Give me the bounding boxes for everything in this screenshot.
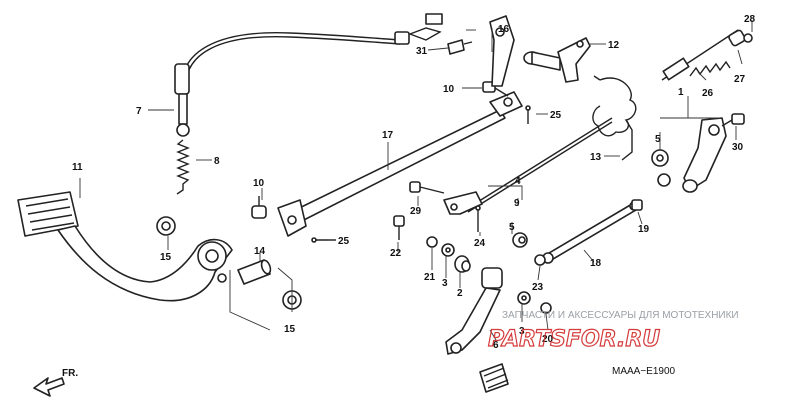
footrest-rubber <box>479 363 509 393</box>
brake-arm-right <box>682 117 727 193</box>
callout-3-lower: 3 <box>519 326 525 337</box>
callout-bracket-4 <box>488 185 523 200</box>
callout-bracket-15 <box>229 267 293 331</box>
leader-lines <box>79 20 753 341</box>
front-marker-label: FR. <box>62 368 78 379</box>
callout-16: 16 <box>498 24 510 35</box>
washer-3-upper <box>441 243 455 257</box>
bolt-22 <box>393 215 405 240</box>
collar-5-mid <box>512 232 528 248</box>
watermark-caption: ЗАПЧАСТИ И АКСЕССУАРЫ ДЛЯ МОТОТЕХНИКИ <box>502 310 739 321</box>
diagram-code: MAAA−E1900 <box>612 366 676 377</box>
callout-bracket-1 <box>660 96 720 119</box>
brake-cable-spring <box>176 139 190 195</box>
brake-cable <box>174 13 443 137</box>
washer-3-lower <box>517 291 531 305</box>
callout-28: 28 <box>744 14 756 25</box>
return-spring <box>592 75 637 161</box>
brake-arm-lower <box>445 267 503 355</box>
callout-22: 22 <box>390 248 402 259</box>
callout-15-lower: 15 <box>284 324 296 335</box>
nut-19 <box>631 199 643 211</box>
dust-seal-upper <box>156 216 176 236</box>
callout-18: 18 <box>590 258 602 269</box>
brake-arm-upper <box>489 15 515 87</box>
callout-10-upper: 10 <box>443 84 455 95</box>
nut-20 <box>540 302 552 314</box>
collar-2 <box>454 255 471 273</box>
callout-8: 8 <box>214 156 220 167</box>
callout-23: 23 <box>532 282 544 293</box>
bolt-10-left <box>251 196 267 219</box>
callout-10-left: 10 <box>253 178 265 189</box>
callout-15-upper: 15 <box>160 252 172 263</box>
watermark-logo: PARTSFOR.RU <box>488 327 660 352</box>
callout-19: 19 <box>638 224 650 235</box>
callout-20: 20 <box>542 334 554 345</box>
callout-27: 27 <box>734 74 746 85</box>
pivot-collar <box>237 259 272 285</box>
callout-24: 24 <box>474 238 486 249</box>
switch-spring <box>689 60 731 77</box>
callout-7: 7 <box>136 106 142 117</box>
callout-9: 9 <box>514 198 520 209</box>
nut-23 <box>534 254 546 266</box>
callout-26: 26 <box>702 88 714 99</box>
cotter-pin-24 <box>475 205 481 232</box>
rod-9 <box>467 117 613 213</box>
callout-17: 17 <box>382 130 394 141</box>
bolt-29 <box>409 181 445 194</box>
callout-31: 31 <box>416 46 428 57</box>
callout-1: 1 <box>678 87 684 98</box>
callout-2: 2 <box>457 288 463 299</box>
switch-rod <box>661 29 739 81</box>
switch-collar <box>728 29 753 47</box>
callout-29: 29 <box>410 206 422 217</box>
callout-30: 30 <box>732 142 744 153</box>
callout-11: 11 <box>72 162 83 173</box>
bolt-31 <box>447 39 473 55</box>
pivot-shaft <box>523 37 591 83</box>
callout-14: 14 <box>254 246 266 257</box>
callout-5-right: 5 <box>655 134 661 145</box>
callout-25-right: 25 <box>550 110 562 121</box>
cotter-pin-25-right <box>525 105 531 124</box>
callout-12: 12 <box>608 40 620 51</box>
callout-3-upper: 3 <box>442 278 448 289</box>
nut-21 <box>426 236 438 248</box>
callout-6: 6 <box>493 340 499 351</box>
collar-5-right <box>651 149 671 187</box>
callout-25-left: 25 <box>338 236 350 247</box>
brake-pedal <box>17 191 233 302</box>
pivot-rod-18 <box>542 201 639 264</box>
brake-rod <box>277 91 523 237</box>
joint-arm <box>443 191 483 215</box>
callout-13: 13 <box>590 152 602 163</box>
callout-21: 21 <box>424 272 436 283</box>
callout-5-mid: 5 <box>509 222 515 233</box>
callout-4: 4 <box>515 176 521 187</box>
front-arrow-icon <box>33 377 65 397</box>
bolt-30 <box>721 113 745 127</box>
